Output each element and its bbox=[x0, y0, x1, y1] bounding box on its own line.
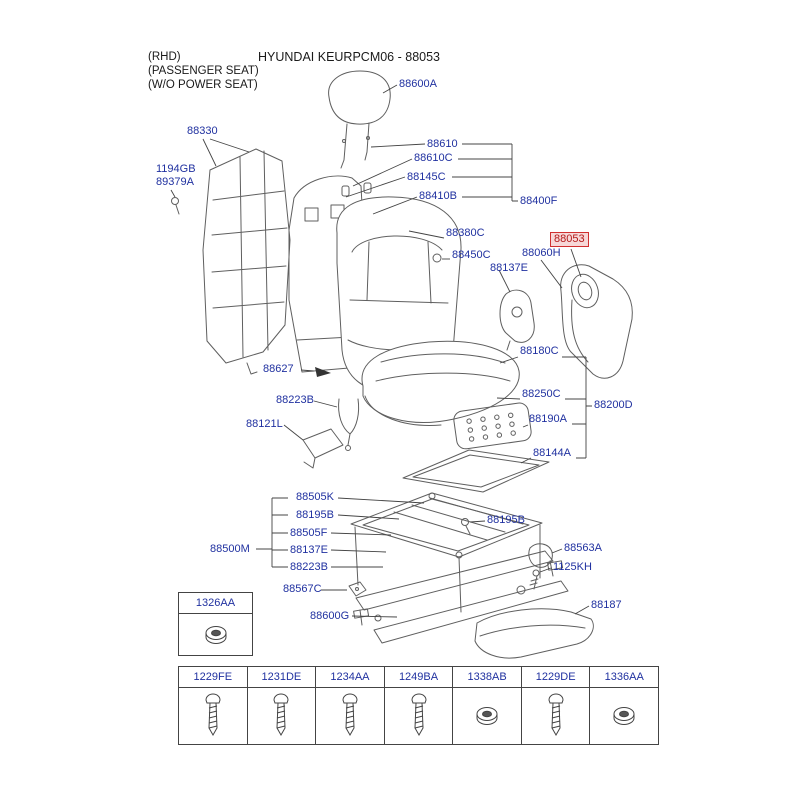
part-label-89379A[interactable]: 89379A bbox=[156, 176, 194, 188]
part-label-88223B-2[interactable]: 88223B bbox=[290, 561, 328, 573]
fastener-col-label[interactable]: 1338AB bbox=[453, 667, 521, 688]
part-label-88567C[interactable]: 88567C bbox=[283, 583, 322, 595]
part-label-88500M[interactable]: 88500M bbox=[210, 543, 250, 555]
fastener-col-label[interactable]: 1229DE bbox=[521, 667, 590, 688]
push-nut-icon bbox=[476, 707, 498, 725]
fastener-col-1234AA: 1234AA bbox=[316, 667, 385, 744]
seat-cushion-art bbox=[361, 340, 520, 426]
part-label-88060H[interactable]: 88060H bbox=[522, 247, 561, 259]
screw-icon bbox=[548, 693, 564, 737]
screw-part-art bbox=[529, 569, 540, 590]
part-label-88610[interactable]: 88610 bbox=[427, 138, 458, 150]
heater-pad-art bbox=[453, 402, 532, 450]
part-label-88195B-2[interactable]: 88195B bbox=[487, 514, 525, 526]
part-label-88121L[interactable]: 88121L bbox=[246, 418, 283, 430]
fastener-col-label[interactable]: 1229FE bbox=[179, 667, 247, 688]
fastener-col-1231DE: 1231DE bbox=[247, 667, 317, 744]
screw-icon bbox=[411, 693, 427, 737]
part-label-88190A[interactable]: 88190A bbox=[529, 413, 567, 425]
part-label-88600A[interactable]: 88600A bbox=[399, 78, 437, 90]
back-board-art bbox=[202, 148, 291, 375]
screw-icon bbox=[205, 693, 221, 737]
part-label-88505K[interactable]: 88505K bbox=[296, 491, 334, 503]
part-label-88610C[interactable]: 88610C bbox=[414, 152, 453, 164]
part-label-88053-highlighted[interactable]: 88053 bbox=[550, 232, 589, 247]
fastener-col-label[interactable]: 1234AA bbox=[316, 667, 384, 688]
clip-part-art bbox=[348, 581, 367, 597]
push-nut-icon bbox=[613, 707, 635, 725]
note-wo-power: (W/O POWER SEAT) bbox=[148, 79, 258, 91]
part-label-88627[interactable]: 88627 bbox=[263, 363, 294, 375]
side-bracket-art bbox=[499, 289, 535, 351]
part-label-1125KH[interactable]: 1125KH bbox=[553, 561, 592, 573]
part-label-88187[interactable]: 88187 bbox=[591, 599, 622, 611]
back-board-fastener-art bbox=[171, 197, 180, 215]
note-passenger: (PASSENGER SEAT) bbox=[148, 65, 259, 77]
fastener-box-1326AA: 1326AA bbox=[178, 592, 253, 656]
fastener-col-1336AA: 1336AA bbox=[590, 667, 659, 744]
dart-part-art bbox=[315, 367, 331, 377]
part-label-88180C[interactable]: 88180C bbox=[520, 345, 559, 357]
cap-part-art bbox=[528, 543, 553, 568]
part-label-88563A[interactable]: 88563A bbox=[564, 542, 602, 554]
part-label-88144A[interactable]: 88144A bbox=[533, 447, 571, 459]
part-label-88250C[interactable]: 88250C bbox=[522, 388, 561, 400]
small-cover-art bbox=[302, 428, 344, 469]
front-cover-art bbox=[474, 608, 594, 659]
part-label-88223B[interactable]: 88223B bbox=[276, 394, 314, 406]
pan-panel-art bbox=[402, 449, 550, 493]
fastener-col-1338AB: 1338AB bbox=[453, 667, 522, 744]
push-nut-icon bbox=[205, 625, 226, 644]
part-label-88145C[interactable]: 88145C bbox=[407, 171, 446, 183]
fastener-table: 1229FE 1231DE bbox=[178, 666, 659, 745]
part-label-88450C[interactable]: 88450C bbox=[452, 249, 491, 261]
fork-tube-art bbox=[338, 398, 360, 451]
bolt-part-art bbox=[461, 518, 471, 535]
part-label-88195B[interactable]: 88195B bbox=[296, 509, 334, 521]
seat-track-art bbox=[350, 492, 569, 644]
screw-icon bbox=[273, 693, 289, 737]
fastener-box-label[interactable]: 1326AA bbox=[179, 593, 252, 614]
part-label-1194GB[interactable]: 1194GB bbox=[156, 163, 196, 175]
headrest-art bbox=[328, 70, 391, 197]
fastener-col-label[interactable]: 1336AA bbox=[590, 667, 659, 688]
part-label-88505F[interactable]: 88505F bbox=[290, 527, 328, 539]
fastener-col-1249BA: 1249BA bbox=[384, 667, 454, 744]
part-label-88200D[interactable]: 88200D bbox=[594, 399, 633, 411]
part-label-88410B[interactable]: 88410B bbox=[419, 190, 457, 202]
fastener-col-1229FE: 1229FE bbox=[179, 667, 248, 744]
part-label-88330[interactable]: 88330 bbox=[187, 125, 218, 137]
leader-lines bbox=[170, 84, 592, 618]
part-label-88137E-2[interactable]: 88137E bbox=[290, 544, 328, 556]
screw-icon bbox=[342, 693, 358, 737]
side-shield-art bbox=[560, 264, 633, 379]
fastener-col-label[interactable]: 1249BA bbox=[384, 667, 453, 688]
part-label-88600G[interactable]: 88600G bbox=[310, 610, 350, 622]
part-label-88380C[interactable]: 88380C bbox=[446, 227, 485, 239]
fastener-col-label[interactable]: 1231DE bbox=[247, 667, 316, 688]
part-label-88137E[interactable]: 88137E bbox=[490, 262, 528, 274]
note-rhd: (RHD) bbox=[148, 51, 181, 63]
fastener-col-1229DE: 1229DE bbox=[521, 667, 591, 744]
part-label-88400F[interactable]: 88400F bbox=[520, 195, 558, 207]
page-title: HYUNDAI KEURPCM06 - 88053 bbox=[258, 50, 441, 64]
